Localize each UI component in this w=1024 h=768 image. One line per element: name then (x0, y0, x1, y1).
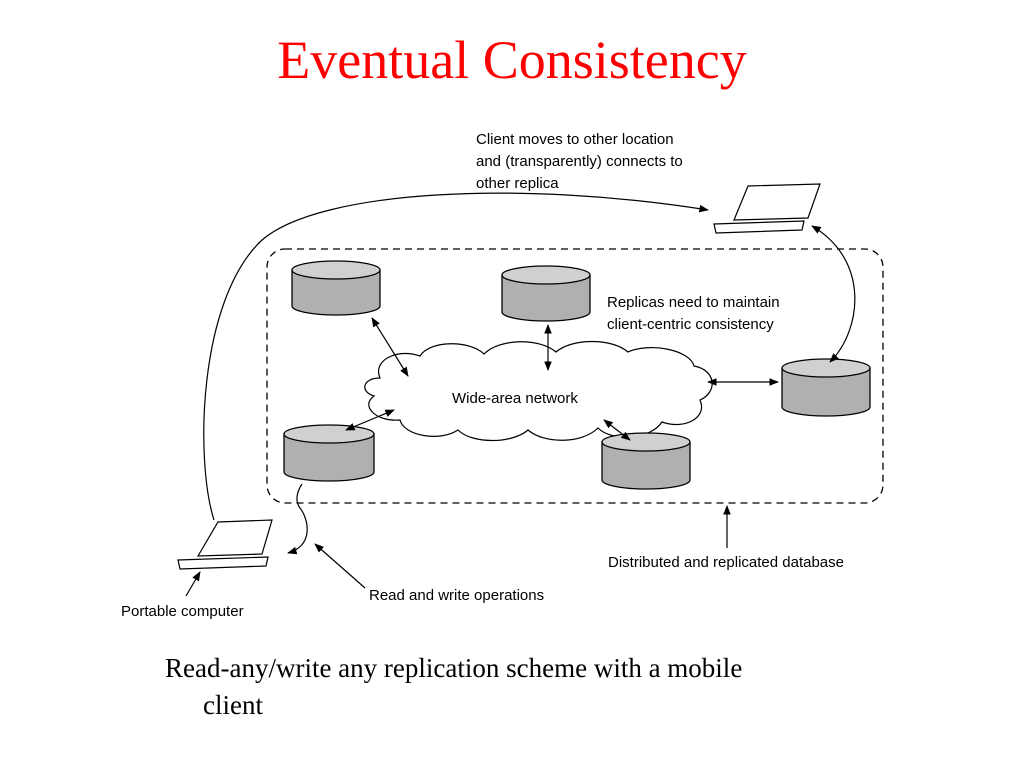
read-write-pointer (314, 543, 366, 589)
replicas-need-label: Replicas need to maintain client-centric… (607, 294, 784, 333)
read-write-label: Read and write operations (369, 587, 544, 604)
slide-title: Eventual Consistency (277, 30, 747, 90)
portable-pointer (185, 571, 201, 597)
caption-line-1: Read-any/write any replication scheme wi… (165, 653, 743, 683)
database-bottom-center (601, 432, 691, 490)
network-cloud (364, 340, 713, 442)
portable-computer-icon (177, 519, 273, 570)
slide-caption: Read-any/write any replication scheme wi… (165, 650, 925, 724)
database-right (781, 358, 871, 417)
link-topleft-network (371, 317, 409, 377)
portable-computer-label: Portable computer (121, 603, 244, 620)
network-label: Wide-area network (452, 390, 578, 407)
link-bottomcenter-network (603, 419, 631, 441)
database-top-center (501, 265, 591, 322)
relocated-laptop-icon (713, 183, 821, 234)
database-bottom-left (283, 424, 375, 482)
laptop-replica-link (811, 225, 856, 363)
database-top-left (291, 260, 381, 316)
read-write-link (287, 483, 308, 555)
caption-line-2: client (203, 690, 263, 720)
distributed-db-label: Distributed and replicated database (608, 554, 844, 571)
client-moves-arrow (203, 192, 709, 521)
database-boundary (266, 248, 884, 504)
link-bottomleft-network (345, 409, 395, 431)
client-moves-label: Client moves to other location and (tran… (476, 131, 687, 192)
